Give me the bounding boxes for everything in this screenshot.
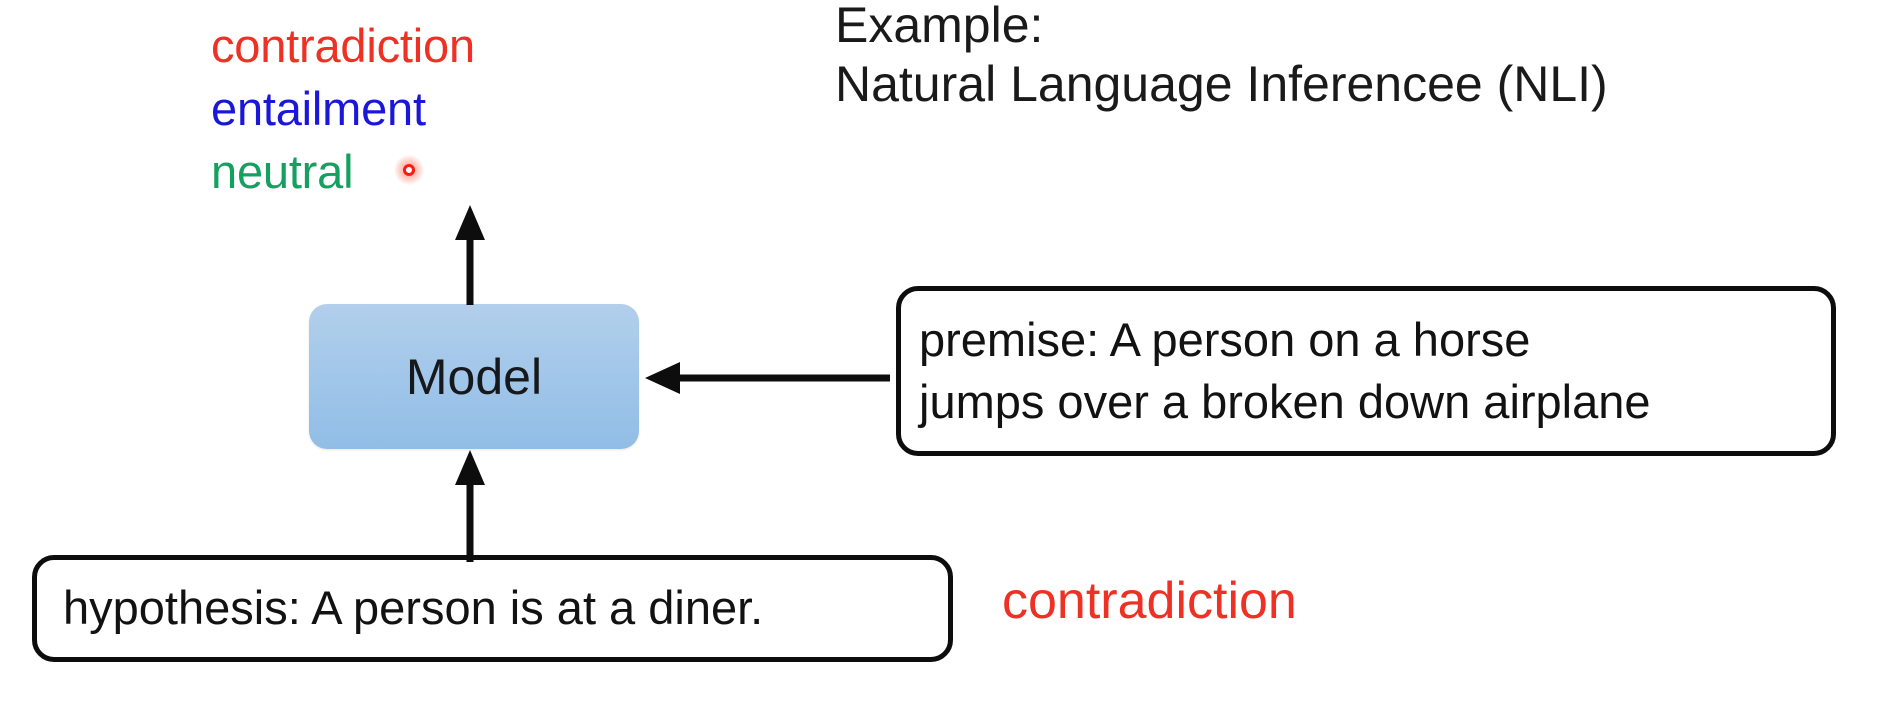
premise-to-model-arrow (645, 362, 890, 394)
prediction-label: contradiction (1002, 572, 1297, 630)
premise-line-2: jumps over a broken down airplane (919, 375, 1651, 428)
example-heading-line-1: Example: (835, 0, 1044, 53)
class-label-contradiction: contradiction (211, 19, 475, 72)
hypothesis-to-model-arrow (455, 450, 485, 562)
model-node-label: Model (405, 348, 543, 405)
model-node[interactable]: Model (309, 304, 639, 449)
premise-line-1: premise: A person on a horse (919, 312, 1531, 366)
class-label-entailment: entailment (211, 82, 426, 135)
premise-box: premise: A person on a horse jumps over … (896, 286, 1836, 456)
class-label-stack: contradiction entailment neutral (211, 22, 475, 211)
class-label-neutral: neutral (211, 145, 354, 198)
example-heading: Example: Natural Language Inferencee (NL… (835, 0, 1608, 114)
example-heading-line-2: Natural Language Inferencee (NLI) (835, 56, 1608, 112)
hypothesis-line-1: hypothesis: A person is at a diner. (63, 581, 764, 635)
mouse-cursor-highlight-icon (394, 155, 424, 185)
model-to-labels-arrow (455, 205, 485, 305)
hypothesis-box: hypothesis: A person is at a diner. (32, 555, 953, 662)
